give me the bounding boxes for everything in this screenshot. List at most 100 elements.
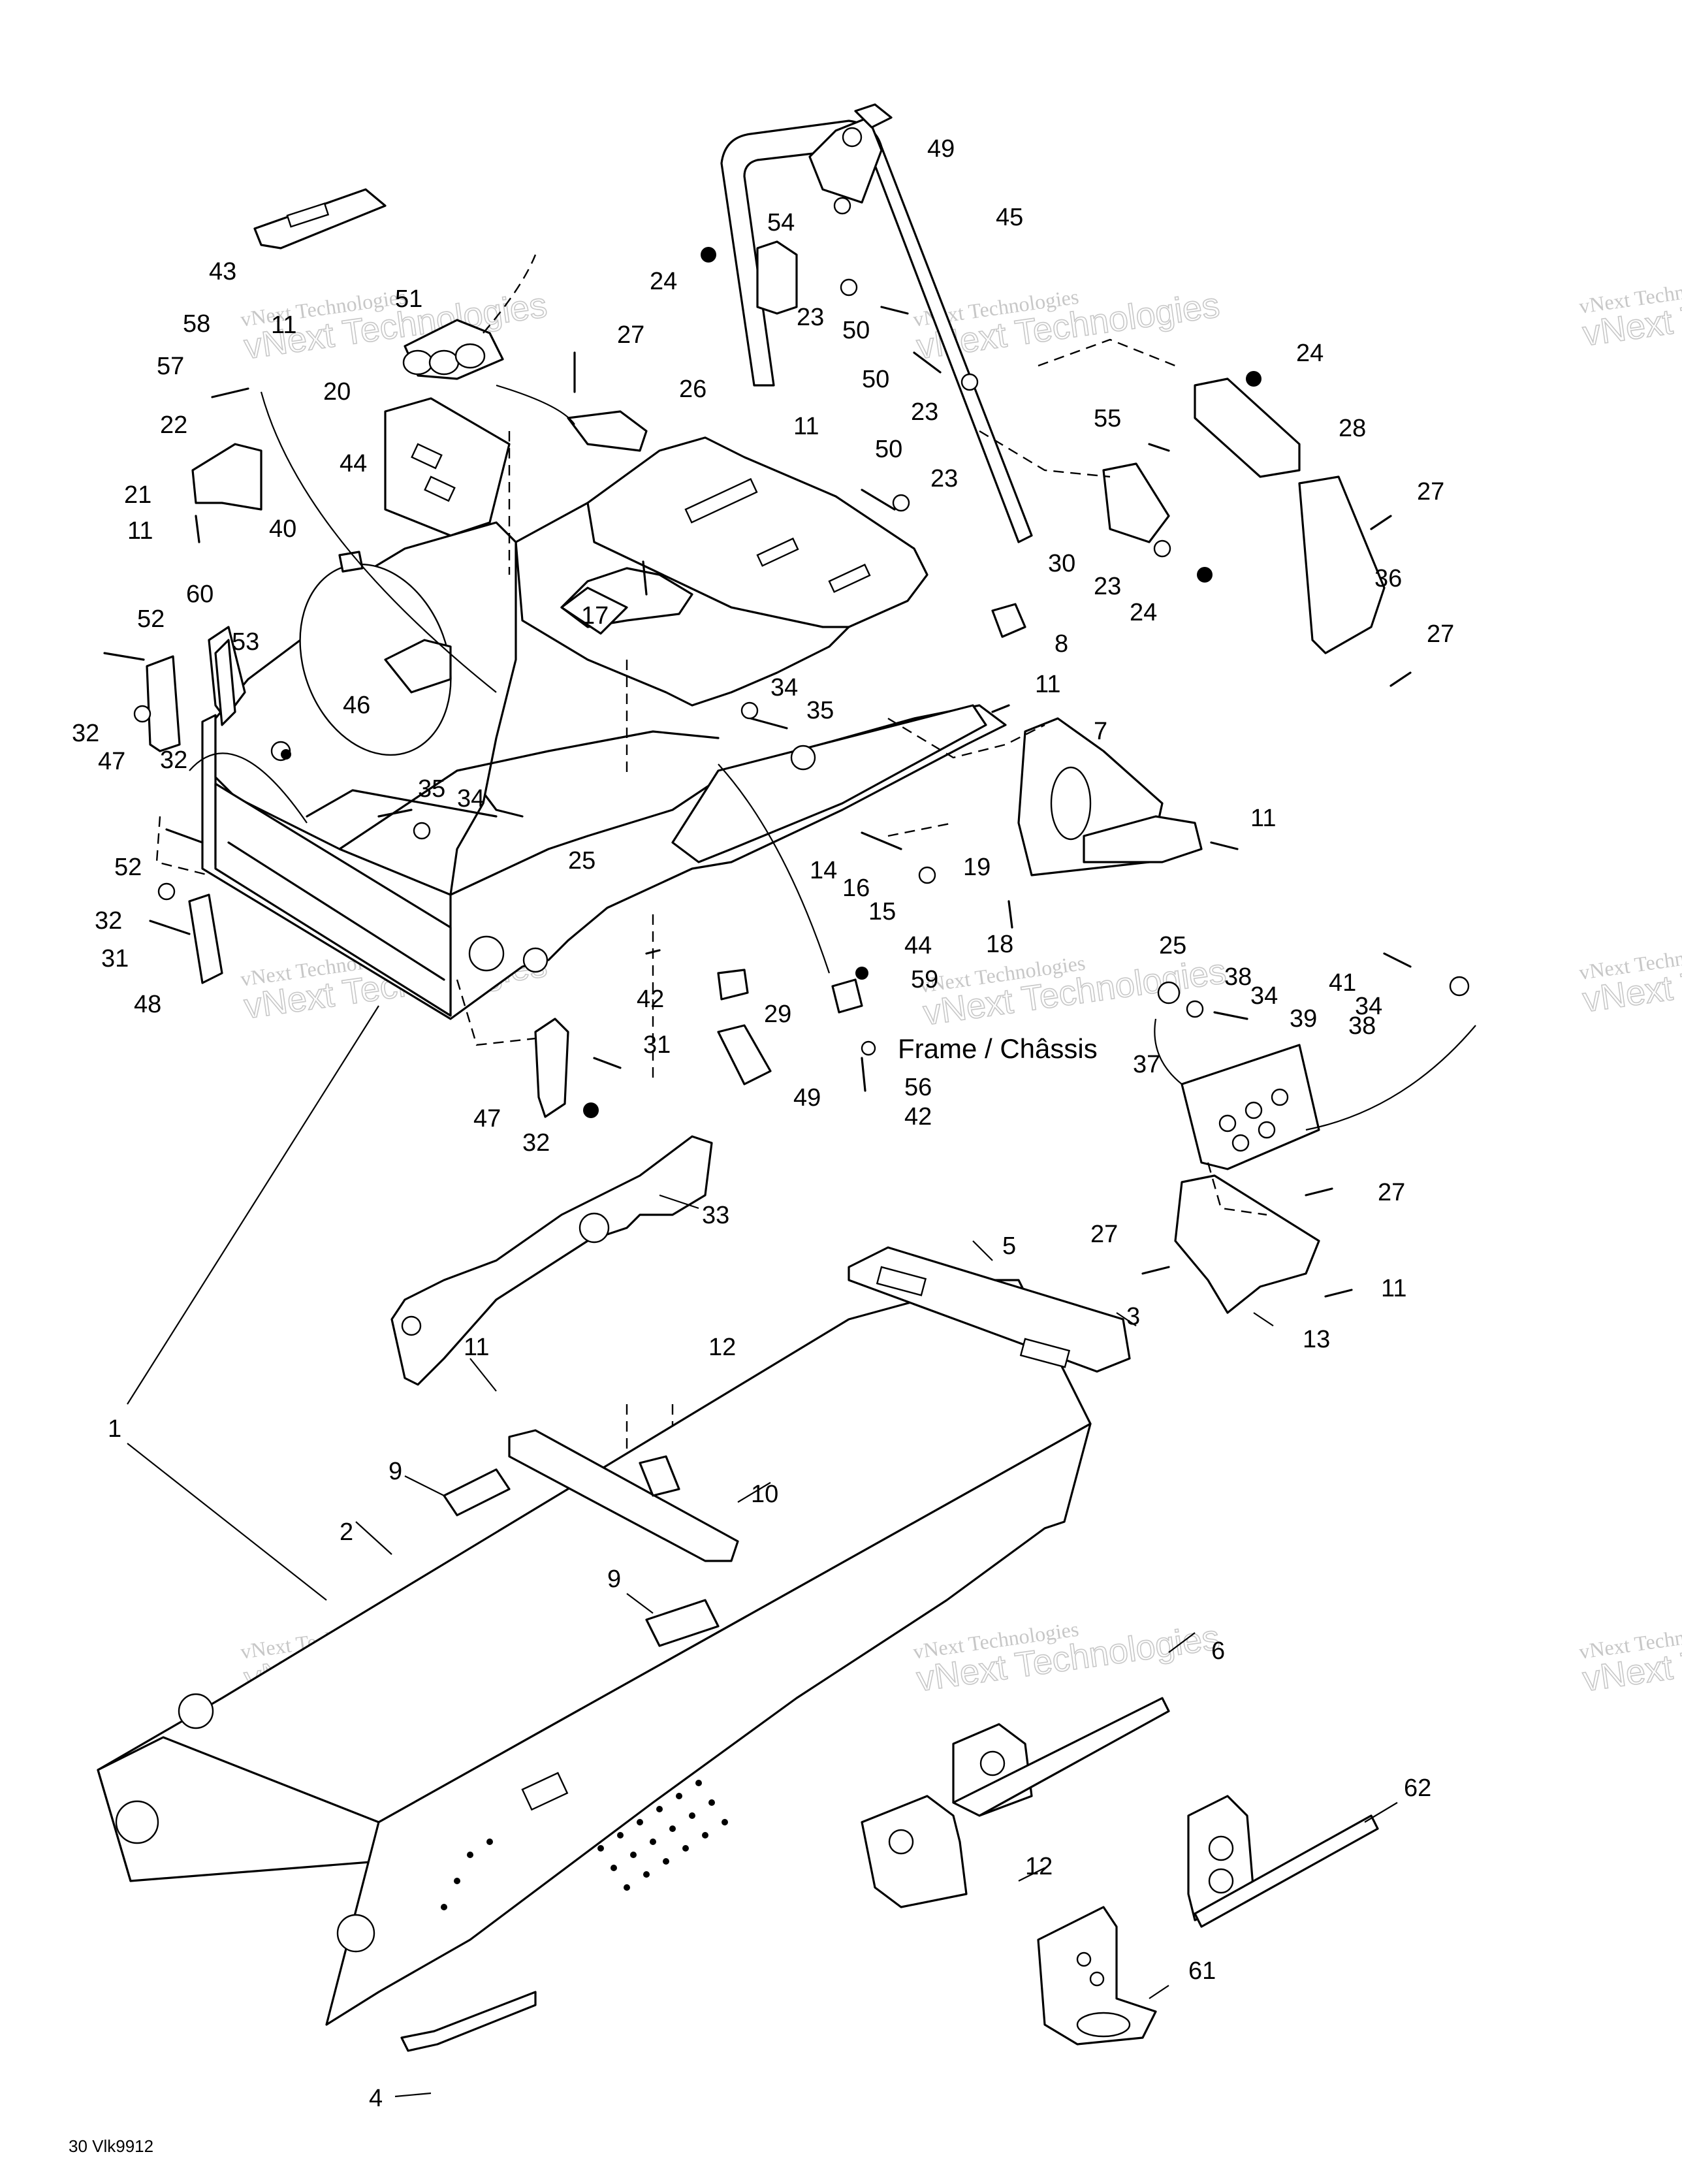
bracket-48	[188, 893, 223, 984]
bolt	[1324, 1289, 1353, 1298]
callout-32b: 32	[160, 747, 187, 774]
bracket-33	[390, 1135, 713, 1386]
perforation	[722, 1819, 728, 1825]
bolt	[1389, 671, 1412, 687]
callout-37: 37	[1133, 1051, 1160, 1078]
tunnel-hole	[115, 1800, 159, 1844]
callout-28: 28	[1339, 415, 1366, 442]
callout-44: 44	[340, 450, 367, 477]
callout-29: 29	[764, 1001, 791, 1028]
callout-4: 4	[369, 2085, 383, 2112]
tunnel-assembly	[97, 1279, 1092, 2052]
leader	[394, 2092, 432, 2098]
perforation	[650, 1839, 656, 1845]
loop-hole	[833, 197, 851, 215]
assembly-lines	[155, 338, 1476, 1567]
callout-23: 23	[797, 304, 824, 331]
callout-5: 5	[1002, 1232, 1016, 1260]
callout-39: 39	[1290, 1005, 1317, 1033]
bracket-10	[508, 1429, 739, 1562]
callout-11f: 11	[464, 1334, 489, 1361]
perforation	[663, 1858, 669, 1865]
bolt	[642, 560, 648, 596]
callout-42b: 42	[904, 1103, 932, 1131]
callout-50b: 50	[862, 366, 889, 393]
callout-26: 26	[679, 376, 706, 403]
spacer-59	[831, 978, 863, 1014]
callout-62: 62	[1404, 1774, 1431, 1802]
callout-52: 52	[137, 605, 165, 633]
tunnel-right-wall	[325, 1422, 1092, 2026]
callout-31: 31	[101, 945, 129, 972]
callout-35: 35	[806, 697, 834, 724]
plate-3-slot	[876, 1266, 927, 1296]
leader	[1168, 1632, 1196, 1653]
bolt	[991, 704, 1010, 713]
callout-8: 8	[1055, 630, 1068, 658]
callout-9: 9	[389, 1458, 402, 1485]
assembly-line	[456, 979, 536, 1046]
connector-51	[428, 349, 460, 376]
perforation	[597, 1845, 604, 1852]
bolt	[1210, 841, 1239, 850]
bulkhead-slot	[756, 538, 799, 567]
callout-46: 46	[343, 692, 370, 719]
callout-11b: 11	[127, 517, 153, 545]
bolt	[1370, 515, 1392, 530]
perforation	[624, 1884, 630, 1891]
front-wall	[214, 782, 452, 1017]
callout-11c: 11	[793, 413, 819, 440]
callout-11: 11	[271, 312, 296, 339]
bolt	[1305, 1187, 1333, 1196]
rail-hole	[790, 745, 816, 771]
perforation	[676, 1793, 682, 1799]
bracket-62-hole	[1208, 1868, 1234, 1894]
bolt	[211, 387, 249, 398]
callout-33: 33	[702, 1202, 729, 1229]
assembly-line	[887, 717, 1045, 759]
bracket-33-hole	[579, 1212, 610, 1244]
leader	[659, 1194, 699, 1210]
callout-11g: 11	[1381, 1275, 1406, 1302]
callout-32d: 32	[522, 1129, 550, 1157]
bracket-8	[991, 603, 1026, 638]
perforation	[689, 1812, 695, 1819]
washer	[1153, 539, 1171, 558]
front-wall-rib	[227, 841, 445, 981]
cap-49	[854, 103, 893, 129]
callout-21: 21	[124, 481, 151, 509]
perforation	[467, 1852, 473, 1858]
bolt	[165, 828, 204, 844]
callout-22: 22	[160, 411, 187, 439]
watermark: vNext Technologies vNext Technologies	[1578, 272, 1682, 355]
nut	[1246, 371, 1262, 387]
callout-48: 48	[134, 991, 161, 1018]
callout-19: 19	[963, 854, 991, 881]
callout-10: 10	[751, 1481, 778, 1508]
assembly-line	[1207, 1162, 1267, 1216]
bracket-13	[1174, 1174, 1320, 1314]
bolt	[149, 920, 191, 935]
bolt	[861, 831, 902, 850]
rail-4	[400, 1991, 537, 2052]
callout-13: 13	[1303, 1326, 1330, 1353]
loop-hole	[842, 127, 863, 148]
bracket-61-hole	[1076, 1951, 1092, 1967]
callout-34c: 34	[1250, 982, 1278, 1010]
perforation	[702, 1832, 708, 1839]
callout-55: 55	[1094, 405, 1121, 432]
bracket-61-hole	[1076, 2012, 1131, 2038]
callout-38b: 38	[1348, 1012, 1376, 1040]
frame-caption: Frame / Châssis	[898, 1033, 1098, 1064]
bracket-60	[214, 639, 236, 726]
bolt	[880, 306, 909, 315]
leader	[626, 1593, 654, 1614]
callout-9b: 9	[607, 1566, 621, 1593]
bolt	[861, 489, 896, 511]
bracket-46	[384, 639, 452, 694]
steering-loop-45	[720, 103, 1033, 543]
callout-38: 38	[1224, 963, 1252, 991]
bolt	[1141, 1266, 1170, 1275]
perforations	[441, 1780, 728, 1910]
bolt	[1213, 1011, 1248, 1020]
